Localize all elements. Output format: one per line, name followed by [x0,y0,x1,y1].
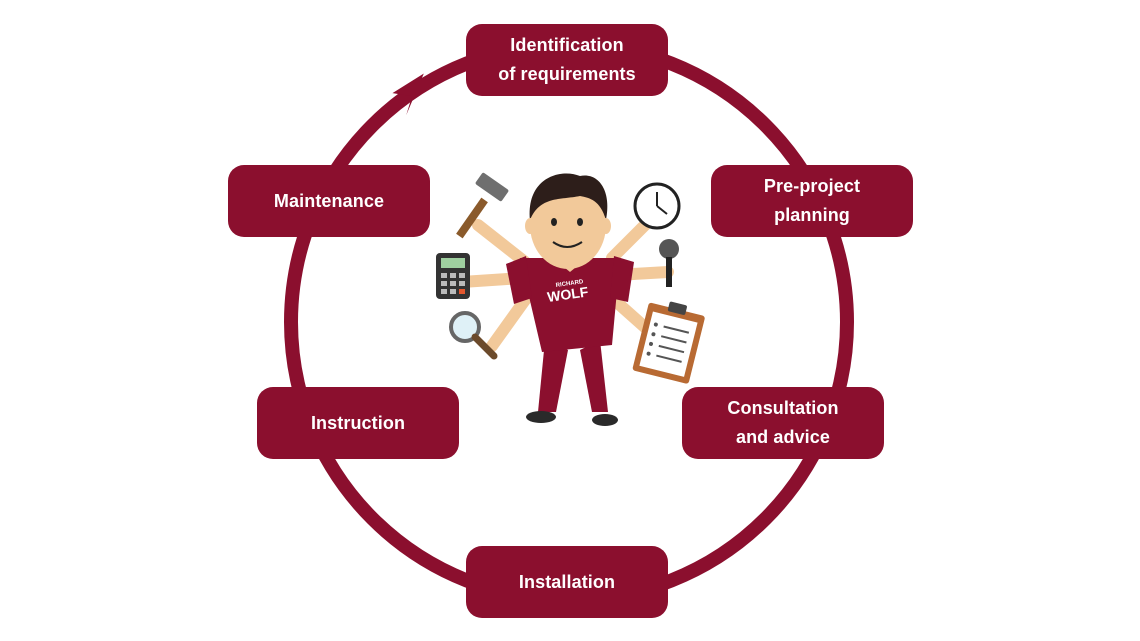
step-label: Pre-project planning [763,176,861,225]
shirt-brand-small: RICHARD [555,279,584,289]
mascot-legs [526,340,618,426]
step-label: Consultation and advice [727,398,839,447]
clipboard-icon [632,301,705,384]
hammer-icon [456,172,509,239]
step-label: Maintenance [273,190,385,211]
step-consultation-and-advice[interactable]: Consultation and advice [682,387,884,459]
calculator-icon [436,253,470,299]
shirt-brand-large: WOLF [546,283,589,305]
mascot-head [525,173,611,269]
step-maintenance[interactable]: Maintenance [228,165,430,237]
magnifier-icon [449,311,498,360]
step-pre-project-planning[interactable]: Pre-project planning [711,165,913,237]
step-instruction[interactable]: Instruction [257,387,459,459]
step-label: Instruction [310,412,406,433]
step-label: Identification of requirements [498,35,636,84]
mascot-shirt: RICHARD WOLF [506,256,634,352]
clock-icon [633,182,681,230]
step-label: Installation [518,571,616,592]
step-installation[interactable]: Installation [466,546,668,618]
cycle-arrow-icon [392,73,424,116]
microphone-icon [659,239,679,287]
step-identification-of-requirements[interactable]: Identification of requirements [466,24,668,96]
